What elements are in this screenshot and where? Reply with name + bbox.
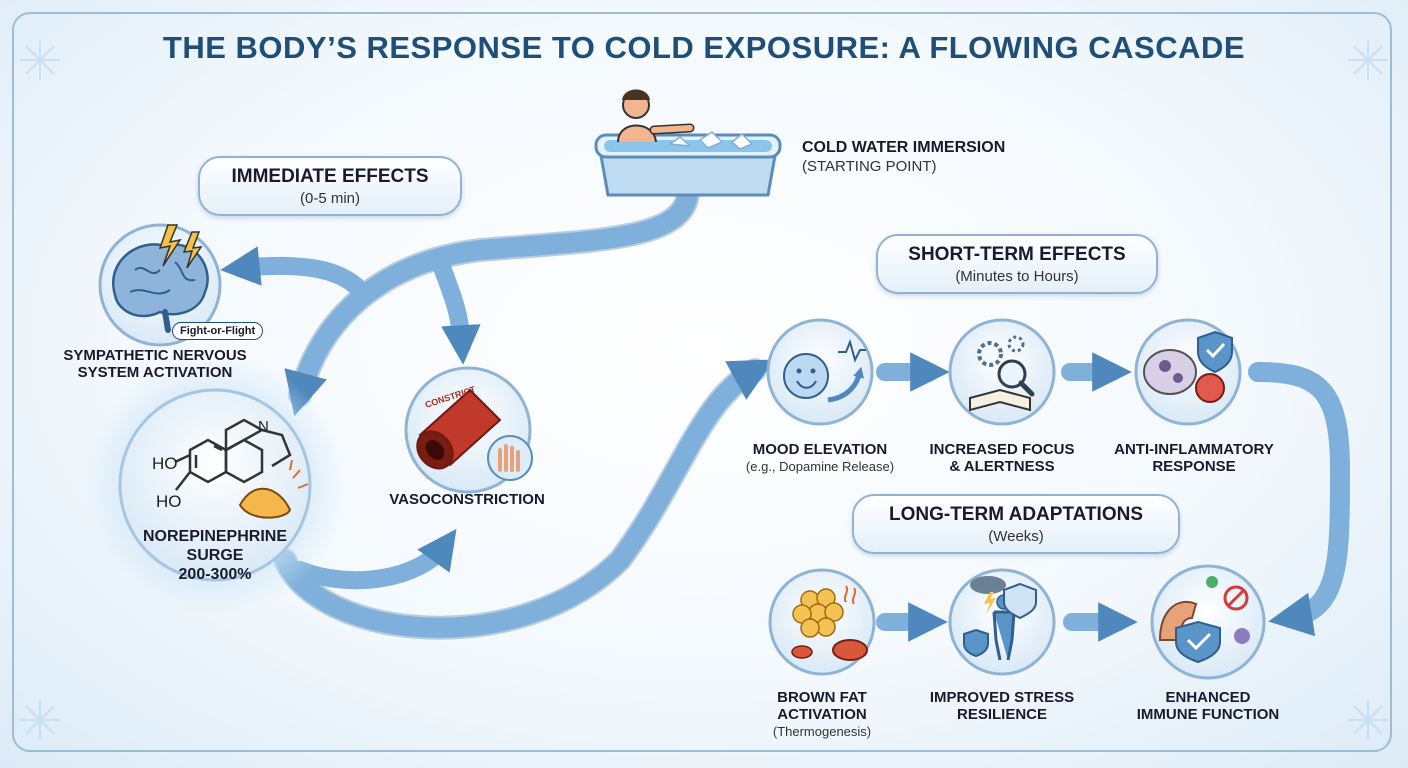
arrow-to-brain	[220, 246, 369, 299]
stress-line2: RESILIENCE	[956, 706, 1047, 723]
immediate-effects-sub: (0-5 min)	[299, 190, 360, 207]
start-sub: (STARTING POINT)	[802, 158, 937, 175]
focus-label: INCREASED FOCUS & ALERTNESS	[922, 441, 1082, 475]
norepinephrine-line3: 200-300%	[178, 566, 252, 583]
molecule-ho-2: HO	[156, 492, 182, 511]
long-term-adaptations-pill: LONG-TERM ADAPTATIONS (Weeks)	[852, 494, 1180, 554]
molecule-n: N	[258, 418, 269, 435]
outer-frame	[12, 12, 1392, 752]
vasoconstriction-label: VASOCONSTRICTION	[389, 491, 545, 508]
focus-node	[948, 318, 1056, 426]
page-title: THE BODY’S RESPONSE TO COLD EXPOSURE: A …	[162, 30, 1246, 65]
stress-resilience-label: IMPROVED STRESS RESILIENCE	[926, 689, 1078, 723]
long-term-adaptations-sub: (Weeks)	[988, 528, 1044, 545]
mood-sub: (e.g., Dopamine Release)	[745, 459, 895, 474]
focus-line2: & ALERTNESS	[949, 458, 1055, 475]
arrow-to-vasoconstriction	[431, 253, 481, 365]
arrow-start-to-immediate	[284, 180, 698, 417]
immune-line1: ENHANCED	[1165, 689, 1251, 706]
arrow-norepi-to-mood	[275, 359, 775, 638]
norepinephrine-node	[85, 355, 345, 615]
mood-node	[766, 318, 874, 426]
immune-label: ENHANCED IMMUNE FUNCTION	[1118, 689, 1298, 723]
fight-or-flight-badge: Fight-or-Flight	[172, 322, 264, 340]
brain-node	[98, 223, 222, 347]
ice-bath-illustration	[594, 89, 782, 197]
snowflake-decorations	[20, 40, 1388, 740]
flow-arrows	[220, 178, 1351, 642]
anti-inflammatory-label: ANTI-INFLAMMATORY RESPONSE	[1096, 441, 1292, 475]
anti-line1: ANTI-INFLAMMATORY	[1114, 441, 1274, 458]
sympathetic-line2: SYSTEM ACTIVATION	[77, 364, 233, 381]
brown-fat-sub: (Thermogenesis)	[772, 724, 872, 739]
sympathetic-line1: SYMPATHETIC NERVOUS	[63, 347, 247, 364]
brown-fat-line1: BROWN FAT	[777, 689, 867, 706]
stress-line1: IMPROVED STRESS	[929, 689, 1075, 706]
short-term-effects-pill: SHORT-TERM EFFECTS (Minutes to Hours)	[876, 234, 1158, 294]
start-label: COLD WATER IMMERSION (STARTING POINT)	[802, 138, 1005, 176]
stress-resilience-node	[948, 568, 1056, 676]
anti-line2: RESPONSE	[1152, 458, 1236, 475]
brown-fat-label: BROWN FAT ACTIVATION (Thermogenesis)	[752, 689, 892, 740]
brown-fat-line2: ACTIVATION	[777, 706, 867, 723]
focus-line1: INCREASED FOCUS	[929, 441, 1075, 458]
immune-node	[1150, 564, 1266, 680]
short-term-effects-title: SHORT-TERM EFFECTS	[908, 244, 1126, 265]
mood-title: MOOD ELEVATION	[752, 441, 888, 458]
immune-line2: IMMUNE FUNCTION	[1136, 706, 1280, 723]
vasoconstriction-node	[404, 366, 533, 494]
immediate-effects-pill: IMMEDIATE EFFECTS (0-5 min)	[198, 156, 462, 216]
arrow-anti-to-immune	[1248, 362, 1351, 637]
brown-fat-node	[768, 568, 876, 676]
anti-inflammatory-node	[1134, 318, 1242, 426]
sympathetic-label: SYMPATHETIC NERVOUS SYSTEM ACTIVATION	[40, 347, 270, 381]
molecule-ho-1: HO	[152, 454, 178, 473]
arrow-norepi-to-vaso	[291, 528, 457, 590]
start-title: COLD WATER IMMERSION	[802, 139, 1006, 156]
immediate-effects-title: IMMEDIATE EFFECTS	[231, 166, 429, 187]
short-term-effects-sub: (Minutes to Hours)	[955, 268, 1079, 285]
norepinephrine-line2: SURGE	[186, 547, 244, 564]
norepinephrine-line1: NOREPINEPHRINE	[142, 528, 288, 545]
norepinephrine-label: NOREPINEPHRINE SURGE 200-300%	[130, 527, 300, 584]
mood-label: MOOD ELEVATION (e.g., Dopamine Release)	[730, 441, 910, 475]
long-term-adaptations-title: LONG-TERM ADAPTATIONS	[888, 504, 1143, 525]
